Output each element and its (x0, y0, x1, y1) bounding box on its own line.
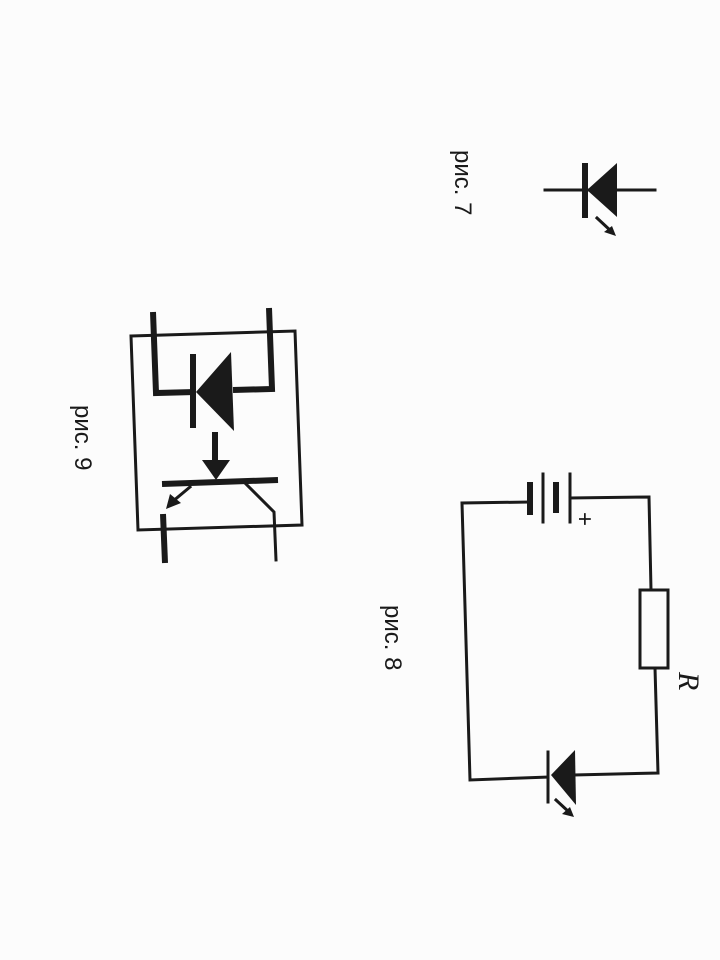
fig9-caption: рис. 9 (69, 405, 96, 470)
resistor-label: R (672, 671, 705, 690)
resistor (638, 588, 670, 670)
fig8-circuit (460, 472, 670, 817)
fig7-caption: рис. 7 (449, 150, 476, 215)
battery-plus-sign: + (571, 512, 598, 526)
fig8-caption: рис. 8 (379, 605, 406, 670)
fig9-optocoupler (129, 307, 304, 564)
fig7-led-symbol (543, 163, 657, 236)
